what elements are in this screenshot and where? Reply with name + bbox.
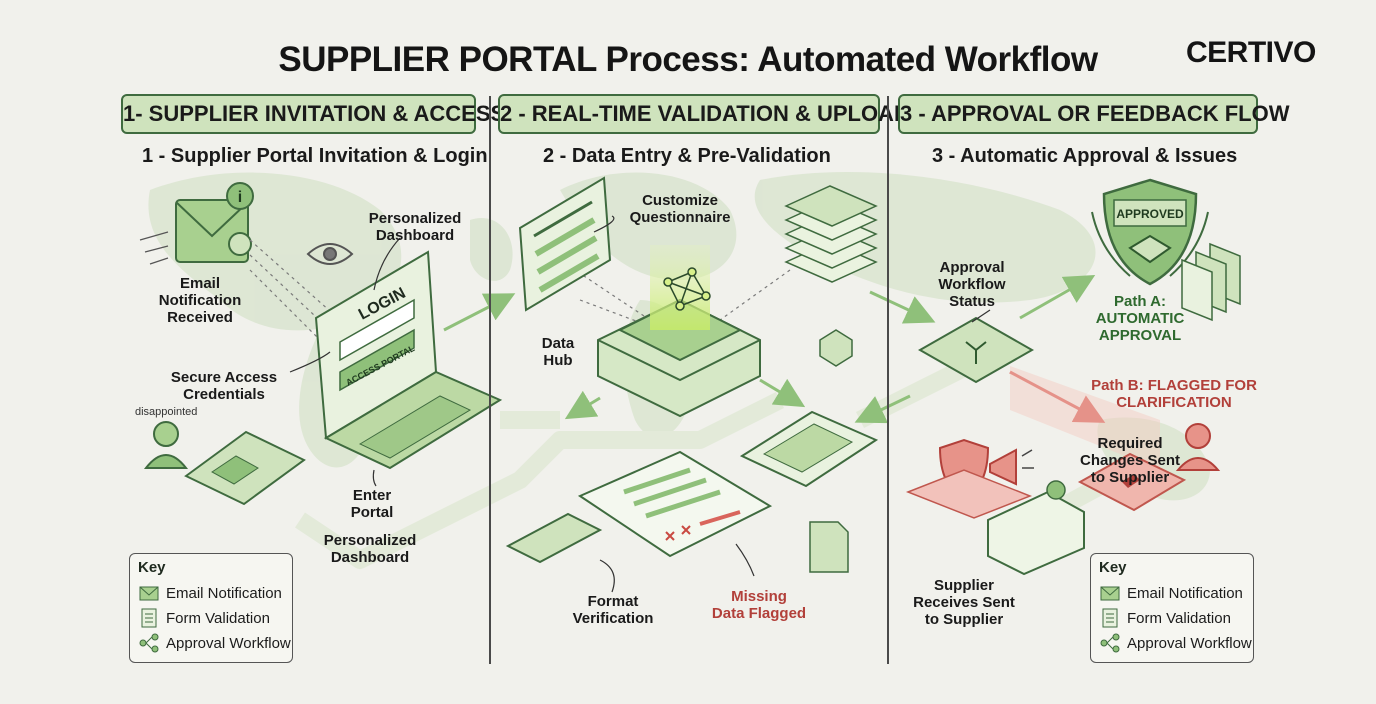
- key-row-workflow: Approval Workflow: [1099, 632, 1252, 654]
- approved-badge: APPROVED: [1116, 207, 1184, 221]
- section-1-subheader: 1 - Supplier Portal Invitation & Login: [142, 145, 488, 167]
- path-b-label: Path B: FLAGGED FOR CLARIFICATION: [1091, 377, 1257, 411]
- workflow-cube-icon: [819, 329, 853, 367]
- approval-workflow-node: [917, 316, 1035, 384]
- tablet-illustration: [184, 430, 306, 506]
- workflow-icon: [1100, 633, 1120, 653]
- svg-text:i: i: [238, 189, 242, 206]
- spreadsheet-tablet: [739, 410, 879, 488]
- approved-shield-icon: [1091, 178, 1209, 286]
- checklist-icon: [141, 608, 157, 628]
- key-row-form: Form Validation: [138, 607, 270, 629]
- checklist-icon: [1102, 608, 1118, 628]
- diagram-title: SUPPLIER PORTAL Process: Automated Workf…: [278, 40, 1098, 79]
- key-label-workflow: Approval Workflow: [166, 634, 291, 652]
- secure-access-label: Secure Access Credentials: [170, 369, 278, 403]
- key-title: Key: [1099, 559, 1127, 576]
- avatar-user-icon: [143, 421, 189, 469]
- path-a-label: Path A: AUTOMATIC APPROVAL: [1095, 293, 1185, 344]
- format-verification-label: Format Verification: [572, 593, 654, 627]
- section2-leader-lines: [593, 215, 755, 593]
- avatar-woman-icon: [1175, 423, 1221, 471]
- key-label-email: Email Notification: [166, 584, 282, 602]
- key-label-workflow: Approval Workflow: [1127, 634, 1252, 652]
- email-envelope-icon: i: [139, 182, 254, 265]
- laptop-illustration: [314, 250, 503, 470]
- email-notification-label: Email Notification Received: [158, 275, 242, 326]
- required-changes-label: Required Changes Sent to Supplier: [1079, 435, 1181, 486]
- key-title: Key: [138, 559, 166, 576]
- leader-lines: [289, 237, 401, 487]
- validation-form-tablet: [577, 450, 773, 558]
- key-row-workflow: Approval Workflow: [138, 632, 291, 654]
- supplier-receives-label: Supplier Receives Sent to Supplier: [913, 577, 1015, 628]
- section-1-header: 1- SUPPLIER INVITATION & ACCESS: [121, 94, 505, 134]
- key-label-email: Email Notification: [1127, 584, 1243, 602]
- megaphone-icon: [989, 448, 1034, 486]
- eye-icon: [306, 243, 354, 265]
- customize-questionnaire-label: Customize Questionnaire: [629, 192, 731, 226]
- alert-shield-icon: [905, 438, 1033, 519]
- approval-status-label: Approval Workflow Status: [938, 259, 1006, 310]
- login-text: LOGIN: [356, 285, 409, 324]
- key-legend-left: Key Email Notification Form Validation A…: [129, 553, 293, 663]
- personalized-dashboard-label: Personalized Dashboard: [368, 210, 462, 244]
- format-check-device: [505, 512, 603, 564]
- key-label-form: Form Validation: [1127, 609, 1231, 627]
- flag-path-b: [1009, 366, 1160, 470]
- flow-arrows: [443, 275, 1096, 424]
- section-3-header: 3 - APPROVAL OR FEEDBACK FLOW: [898, 94, 1290, 134]
- user-label: disappointed: [135, 406, 198, 418]
- section-divider: [489, 96, 491, 664]
- access-portal-button-text: ACCESS PORTAL: [344, 343, 417, 388]
- data-hub-label: Data Hub: [541, 335, 575, 369]
- data-hub-server: [597, 245, 761, 418]
- email-icon: [139, 586, 159, 601]
- section-2-subheader: 2 - Data Entry & Pre-Validation: [543, 145, 831, 167]
- personalized-dashboard-bottom-label: Personalized Dashboard: [323, 532, 417, 566]
- enter-portal-label: Enter Portal: [350, 487, 394, 521]
- questionnaire-screen: [518, 176, 612, 312]
- file-document-icon: [809, 521, 849, 573]
- key-row-email: Email Notification: [138, 582, 282, 604]
- approved-badge-text: APPROVED: [1116, 207, 1184, 221]
- section3-leader-lines: [971, 309, 991, 323]
- key-row-form: Form Validation: [1099, 607, 1231, 629]
- approved-documents-icon: [1181, 242, 1241, 322]
- email-icon: [1100, 586, 1120, 601]
- key-row-email: Email Notification: [1099, 582, 1243, 604]
- missing-data-label: Missing Data Flagged: [711, 588, 807, 622]
- workflow-icon: [139, 633, 159, 653]
- section-2-header: 2 - REAL-TIME VALIDATION & UPLOAD: [498, 94, 910, 134]
- brand-logo: CERTIVO: [1186, 36, 1316, 69]
- section-divider: [887, 96, 889, 664]
- document-stack-icon: [784, 185, 878, 283]
- laptop-screen-text: LOGIN ACCESS PORTAL: [344, 285, 417, 388]
- required-changes-card: [1077, 452, 1187, 512]
- section-3-subheader: 3 - Automatic Approval & Issues: [932, 145, 1238, 167]
- key-legend-right: Key Email Notification Form Validation A…: [1090, 553, 1254, 663]
- key-label-form: Form Validation: [166, 609, 270, 627]
- feedback-message-icon: [987, 480, 1085, 576]
